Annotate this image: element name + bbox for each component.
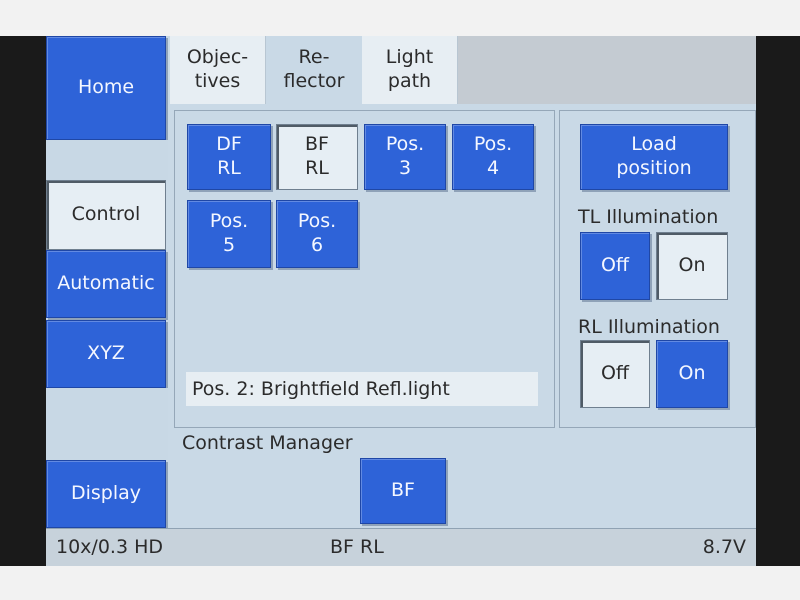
- bezel-left: [0, 36, 46, 566]
- tl-on-button[interactable]: On: [656, 232, 728, 300]
- nav-automatic-button[interactable]: Automatic: [46, 250, 166, 318]
- nav-home-button[interactable]: Home: [46, 36, 166, 140]
- reflector-pos-3-button[interactable]: Pos. 3: [364, 124, 446, 190]
- reflector-pos-4-button[interactable]: Pos. 4: [452, 124, 534, 190]
- status-bar: 10x/0.3 HD BF RL 8.7V: [46, 528, 756, 566]
- contrast-manager-area: [168, 428, 756, 528]
- nav-spacer: [46, 388, 168, 460]
- rl-on-button[interactable]: On: [656, 340, 728, 408]
- tab-bar-filler: [458, 36, 756, 104]
- nav-spacer: [46, 140, 168, 180]
- touch-screen: Home Control Automatic XYZ Display Objec…: [46, 36, 756, 566]
- load-position-button[interactable]: Load position: [580, 124, 728, 190]
- sidebar-nav: Home Control Automatic XYZ Display: [46, 36, 168, 528]
- nav-xyz-button[interactable]: XYZ: [46, 320, 166, 388]
- tl-off-button[interactable]: Off: [580, 232, 650, 300]
- tl-illumination-label: TL Illumination: [578, 206, 719, 228]
- bezel-top: [0, 0, 800, 36]
- status-voltage: 8.7V: [702, 536, 746, 558]
- reflector-status-text: Pos. 2: Brightfield Refl.light: [186, 372, 538, 406]
- contrast-manager-label: Contrast Manager: [182, 432, 353, 454]
- status-objective: 10x/0.3 HD: [56, 536, 163, 558]
- reflector-pos-6-button[interactable]: Pos. 6: [276, 200, 358, 268]
- bezel-bottom: [0, 566, 800, 600]
- status-reflector: BF RL: [330, 536, 384, 558]
- tab-reflector[interactable]: Re- flector: [266, 36, 362, 104]
- rl-off-button[interactable]: Off: [580, 340, 650, 408]
- nav-display-button[interactable]: Display: [46, 460, 166, 528]
- rl-illumination-label: RL Illumination: [578, 316, 720, 338]
- tab-objectives[interactable]: Objec- tives: [170, 36, 266, 104]
- tab-light-path[interactable]: Light path: [362, 36, 458, 104]
- reflector-pos-2-button[interactable]: BF RL: [276, 124, 358, 190]
- bezel-right: [756, 36, 800, 566]
- nav-control-button[interactable]: Control: [46, 180, 166, 250]
- reflector-pos-1-button[interactable]: DF RL: [187, 124, 271, 190]
- contrast-bf-button[interactable]: BF: [360, 458, 446, 524]
- reflector-pos-5-button[interactable]: Pos. 5: [187, 200, 271, 268]
